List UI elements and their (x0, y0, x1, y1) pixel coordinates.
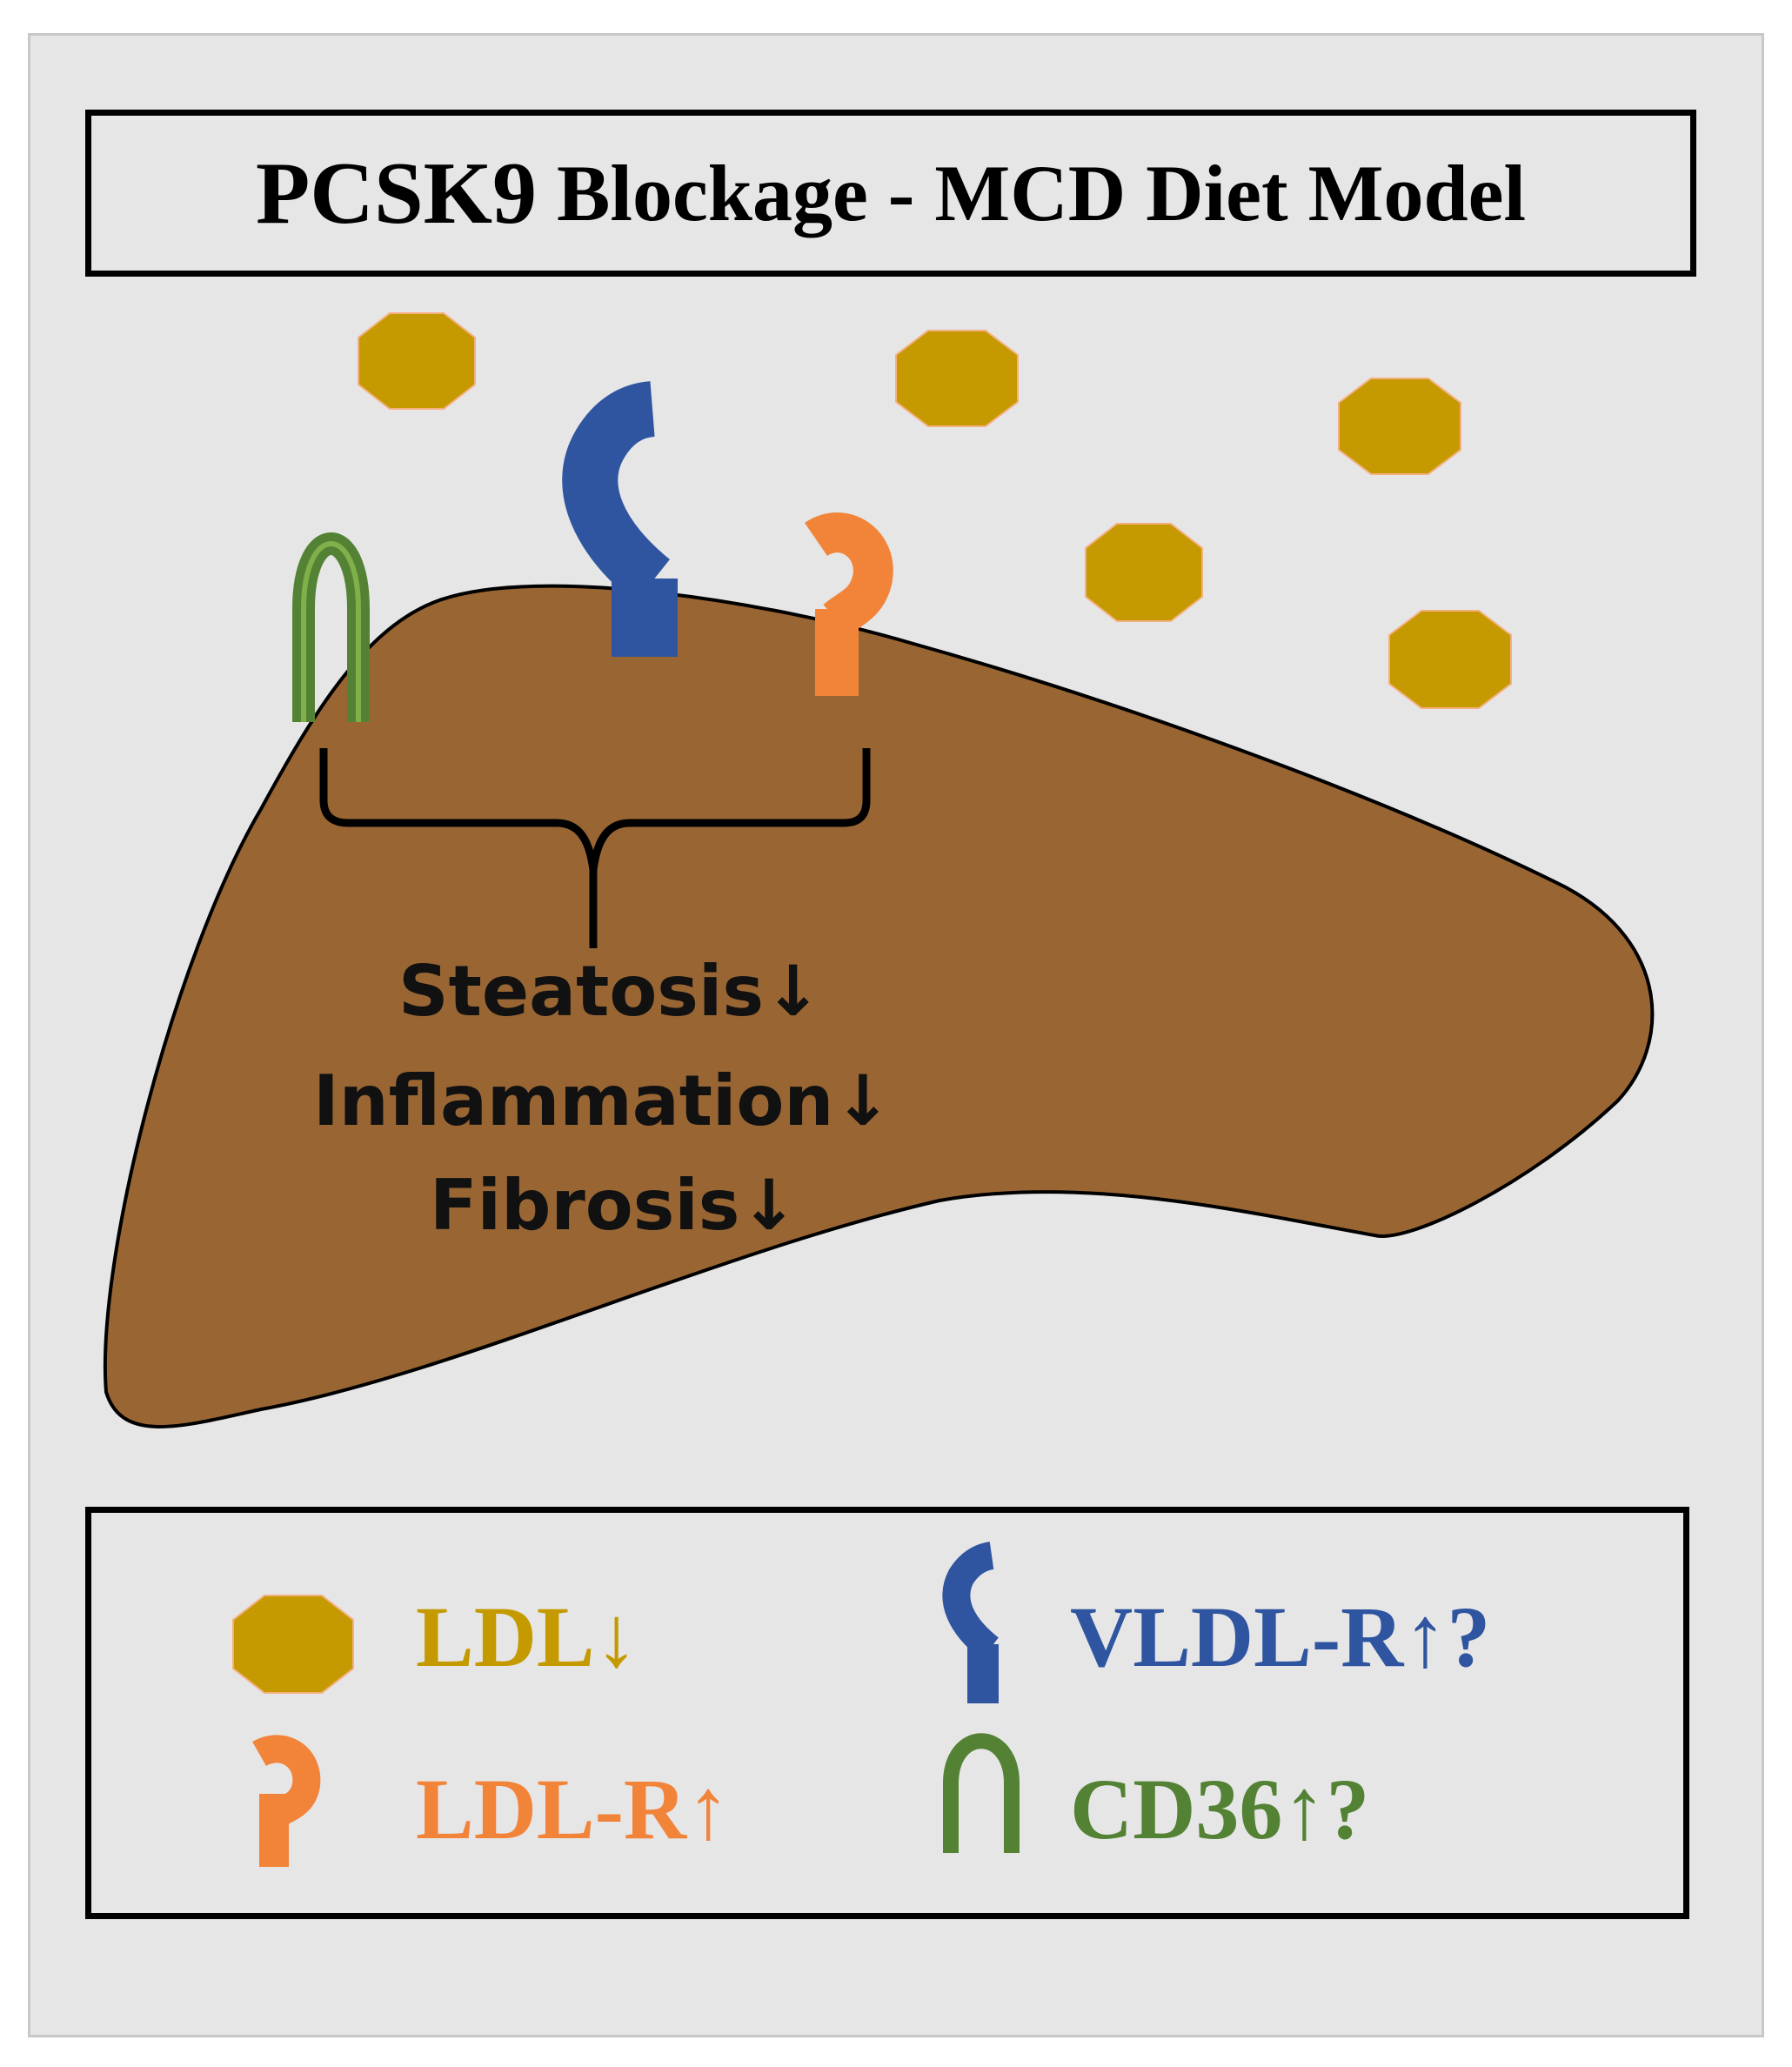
cd36-receptor-highlight (301, 541, 361, 722)
legend-vldl-r-label: VLDL-R↑? (1070, 1589, 1491, 1685)
ldl-particle (358, 312, 476, 410)
liver-shape (103, 584, 1655, 1428)
title-box: PCSK9 Blockage - MCD Diet Model (85, 110, 1696, 277)
legend-ldl-icon (232, 1595, 354, 1694)
legend-vldl-r-icon (942, 1542, 1000, 1660)
ldl-particle (895, 330, 1019, 427)
effect-fibrosis: Fibrosis↓ (430, 1165, 799, 1246)
legend-cd36-icon (943, 1733, 1020, 1853)
bracket (319, 748, 871, 948)
effect-steatosis: Steatosis↓ (398, 951, 822, 1032)
legend-ldl-r-label: LDL-R↑ (416, 1761, 731, 1857)
effect-inflammation: Inflammation↓ (313, 1060, 893, 1141)
legend-box (85, 1507, 1689, 1919)
legend-cd36-label: CD36↑? (1070, 1761, 1370, 1857)
title-pcsk9: PCSK9 (255, 144, 538, 243)
ldl-r-receptor-icon (804, 512, 893, 635)
ldl-particle (1388, 610, 1512, 709)
vldl-r-receptor-icon (562, 381, 671, 603)
ldl-particle (1338, 378, 1461, 475)
legend-ldl-r-icon (252, 1735, 321, 1827)
title-text: Blockage - MCD Diet Model (537, 149, 1527, 237)
ldl-particle (1085, 523, 1203, 622)
legend-ldl-label: LDL↓ (416, 1589, 639, 1685)
